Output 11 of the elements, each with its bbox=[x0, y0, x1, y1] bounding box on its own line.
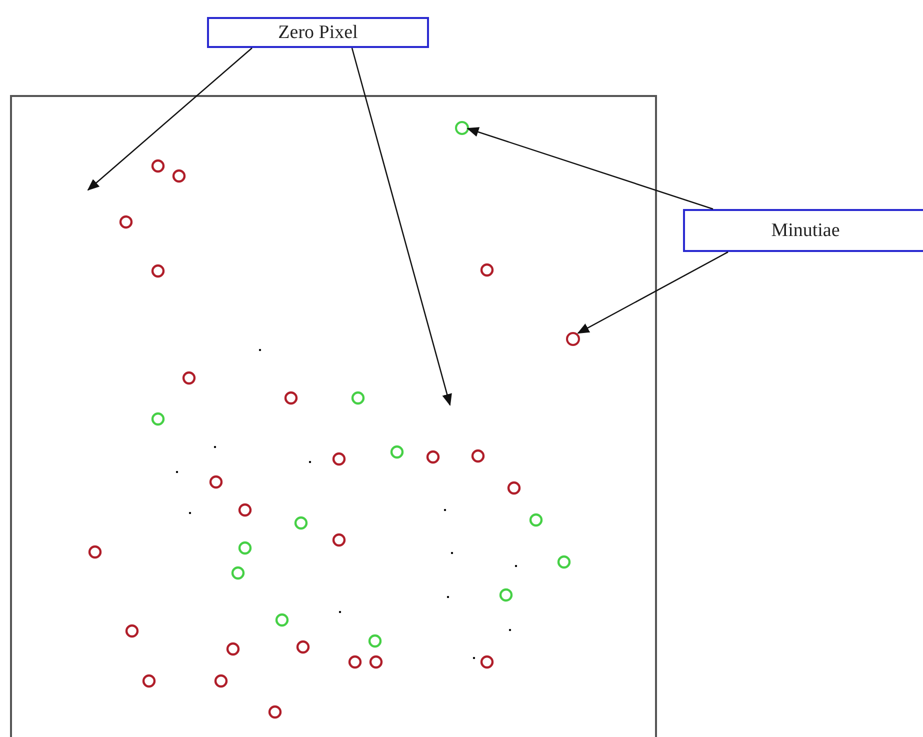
minutia-marker bbox=[566, 332, 580, 346]
leader-arrow bbox=[466, 127, 714, 210]
leader-arrow bbox=[87, 48, 252, 191]
leader-arrow bbox=[351, 48, 452, 406]
label-box bbox=[207, 17, 429, 48]
label-text: Minutiae bbox=[771, 218, 840, 242]
leader-arrow bbox=[577, 251, 728, 334]
label-text: Zero Pixel bbox=[278, 20, 358, 44]
label-box bbox=[683, 209, 923, 252]
image-frame bbox=[10, 95, 657, 737]
minutia-marker bbox=[455, 121, 469, 135]
